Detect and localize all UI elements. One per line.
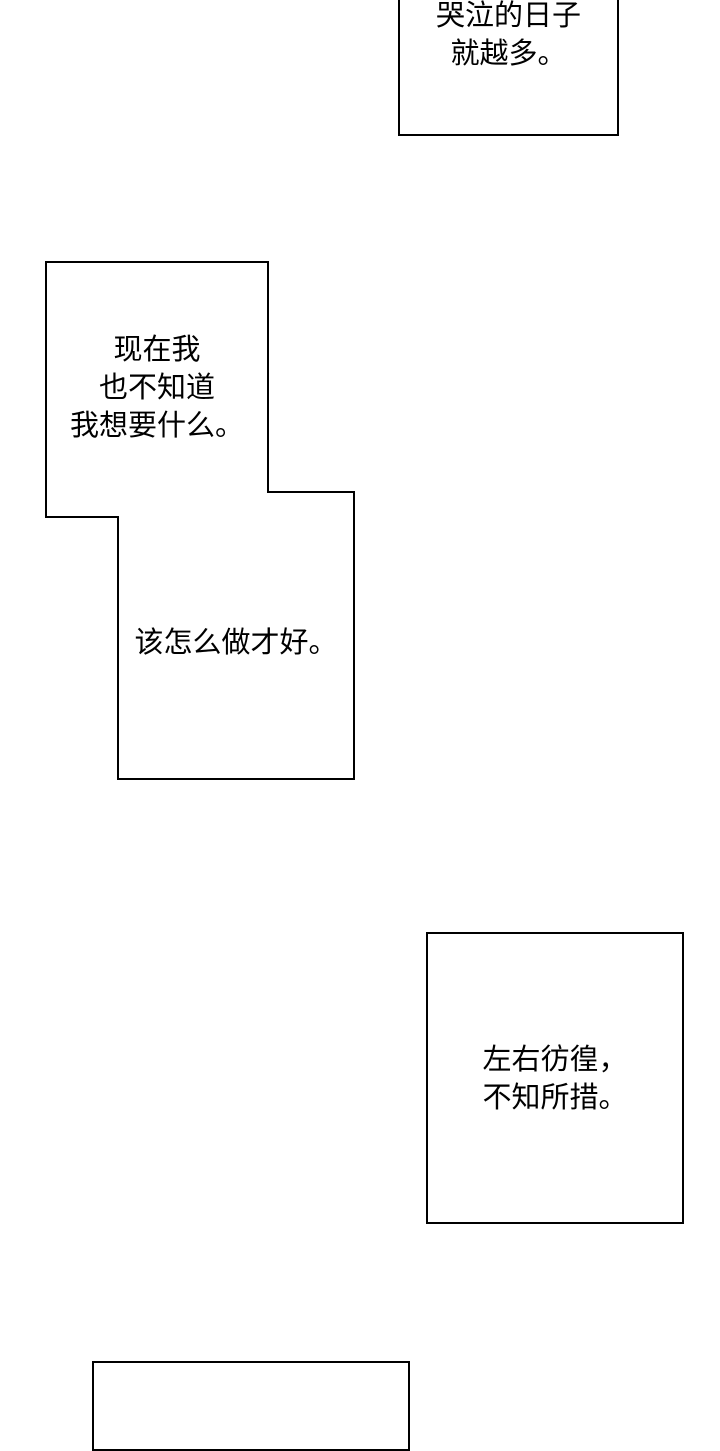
caption-notched-lower: 该怎么做才好。 bbox=[118, 623, 354, 661]
panel-notched-outline bbox=[45, 261, 355, 780]
caption-notched-upper: 现在我 也不知道 我想要什么。 bbox=[46, 330, 268, 444]
caption-line: 我想要什么。 bbox=[69, 408, 244, 442]
panel-top-right bbox=[398, 0, 619, 136]
panel-bottom bbox=[92, 1361, 410, 1451]
caption-top-right: 哭泣的日子 就越多。 bbox=[398, 0, 619, 72]
caption-line: 就越多。 bbox=[450, 36, 567, 70]
caption-line: 也不知道 bbox=[98, 370, 215, 404]
caption-middle-right: 左右彷徨， 不知所措。 bbox=[426, 1040, 684, 1116]
caption-line: 现在我 bbox=[113, 332, 201, 366]
caption-line: 该怎么做才好。 bbox=[134, 625, 338, 659]
panel-middle-right bbox=[426, 932, 684, 1224]
caption-line: 左右彷徨， bbox=[482, 1042, 628, 1076]
caption-line: 哭泣的日子 bbox=[435, 0, 581, 32]
caption-line: 不知所措。 bbox=[482, 1080, 628, 1114]
